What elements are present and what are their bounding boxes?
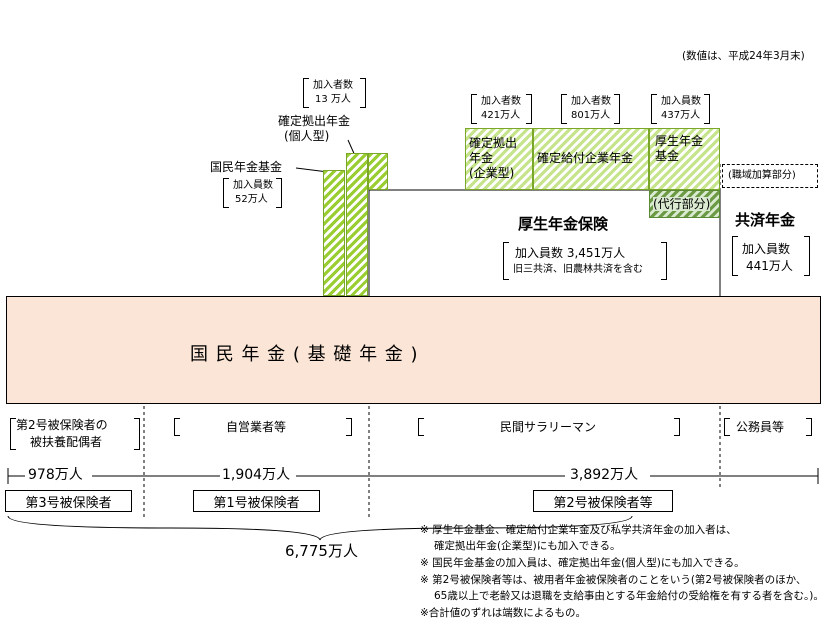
bracket-left bbox=[724, 418, 730, 436]
self-employed-label: 自営業者等 bbox=[226, 420, 287, 434]
note-3-cont: 65歳以上で老齢又は退職を支給事由とする年金給付の受給権を有する者を含む。)。 bbox=[434, 590, 824, 602]
db-count-label: 加入者数 bbox=[571, 96, 611, 107]
epf-count-value: 437万人 bbox=[661, 110, 701, 121]
basic-pension-label: 国 民 年 金 ( 基 礎 年 金 ) bbox=[190, 344, 419, 365]
spouse-label-2: 被扶養配偶者 bbox=[30, 435, 103, 449]
bracket-left bbox=[561, 94, 567, 124]
bracket-right bbox=[674, 418, 680, 436]
category-3-box: 第3号被保険者 bbox=[5, 490, 132, 512]
bracket-left bbox=[503, 242, 509, 280]
dc-corporate-label-2: 年金 bbox=[469, 151, 494, 165]
note-2: ※ 国民年金基金の加入員は、確定拠出年金(個人型)にも加入できる。 bbox=[420, 557, 745, 569]
epf-label-2: 基金 bbox=[655, 149, 680, 163]
dc-corporate-block bbox=[465, 128, 533, 190]
epf-block bbox=[649, 128, 720, 190]
bracket-right bbox=[360, 78, 366, 108]
bracket-right bbox=[276, 178, 282, 208]
epf-count-label: 加入員数 bbox=[661, 96, 701, 107]
bracket-left bbox=[223, 178, 229, 208]
spouse-label-1: 第2号被保険者の bbox=[16, 418, 108, 432]
bracket-right bbox=[346, 418, 352, 436]
bracket-left bbox=[471, 94, 477, 124]
dc-individual-column-top bbox=[368, 153, 388, 190]
db-count-value: 801万人 bbox=[571, 110, 611, 121]
category-1-box: 第1号被保険者 bbox=[193, 490, 320, 512]
bracket-left bbox=[418, 418, 424, 436]
note-1: ※ 厚生年金基金、確定給付企業年金及び私学共済年金の加入者は、 bbox=[420, 524, 737, 536]
category-2-label: 第2号被保険者等 bbox=[553, 495, 653, 511]
dc-corporate-count-value: 421万人 bbox=[481, 110, 521, 121]
dc-individual-column bbox=[346, 153, 368, 296]
dc-corporate-label-3: (企業型) bbox=[469, 166, 515, 180]
public-label: 公務員等 bbox=[736, 420, 785, 434]
db-block bbox=[533, 128, 649, 190]
note-1-cont: 確定拠出年金(企業型)にも加入できる。 bbox=[434, 540, 621, 552]
bracket-left bbox=[732, 236, 738, 276]
total-count: 6,775万人 bbox=[285, 542, 358, 560]
mutual-aid-count-label: 加入員数 bbox=[742, 242, 791, 256]
npf-column bbox=[323, 170, 345, 296]
npf-title: 国民年金基金 bbox=[210, 160, 283, 174]
dc-individual-count-value: 13 万人 bbox=[315, 94, 351, 105]
mutual-aid-title: 共済年金 bbox=[735, 211, 796, 229]
salaried-count: 3,892万人 bbox=[570, 467, 639, 483]
npf-count-value: 52万人 bbox=[235, 194, 268, 205]
bracket-right bbox=[704, 94, 710, 124]
bracket-right bbox=[134, 418, 140, 450]
bracket-right bbox=[526, 94, 532, 124]
db-label: 確定給付企業年金 bbox=[537, 151, 634, 165]
bracket-left bbox=[651, 94, 657, 124]
category-3-label: 第3号被保険者 bbox=[25, 495, 112, 511]
note-4: ※合計値のずれは端数によるもの。 bbox=[420, 607, 586, 619]
bracket-left bbox=[303, 78, 309, 108]
bracket-right bbox=[661, 242, 667, 280]
employee-pension-note: 旧三共済、旧農林共済を含む bbox=[513, 264, 643, 275]
employee-pension-count: 加入員数 3,451万人 bbox=[515, 246, 626, 260]
note-3: ※ 第2号被保険者等は、被用者年金被保険者のことをいう(第2号被保険者のほか、 bbox=[420, 574, 807, 586]
category-2-box: 第2号被保険者等 bbox=[533, 490, 673, 512]
employee-pension-title: 厚生年金保険 bbox=[518, 215, 609, 233]
self-employed-count: 1,904万人 bbox=[222, 467, 291, 483]
bracket-right bbox=[804, 236, 810, 276]
epf-label-1: 厚生年金 bbox=[655, 134, 704, 148]
bracket-right bbox=[806, 418, 812, 436]
dc-corporate-label-1: 確定拠出 bbox=[469, 136, 518, 150]
salaried-label: 民間サラリーマン bbox=[500, 420, 597, 434]
bracket-left bbox=[10, 418, 16, 450]
dc-individual-count-label: 加入者数 bbox=[313, 80, 353, 91]
category-1-label: 第1号被保険者 bbox=[213, 495, 300, 511]
basic-pension-block bbox=[6, 296, 821, 404]
occupational-box bbox=[722, 164, 818, 188]
bracket-left bbox=[174, 418, 180, 436]
mutual-aid-count-value: 441万人 bbox=[746, 259, 793, 273]
bracket-right bbox=[614, 94, 620, 124]
spouse-count: 978万人 bbox=[28, 467, 83, 483]
occupational-label: (職域加算部分) bbox=[728, 170, 796, 181]
dc-corporate-count-label: 加入者数 bbox=[481, 96, 521, 107]
dc-individual-title-1: 確定拠出年金 bbox=[278, 114, 351, 128]
epf-substitute-label: (代行部分) bbox=[653, 197, 711, 212]
dc-individual-title-2: (個人型) bbox=[284, 129, 330, 143]
npf-count-label: 加入員数 bbox=[233, 180, 273, 191]
date-note: (数値は、平成24年3月末) bbox=[682, 50, 805, 62]
